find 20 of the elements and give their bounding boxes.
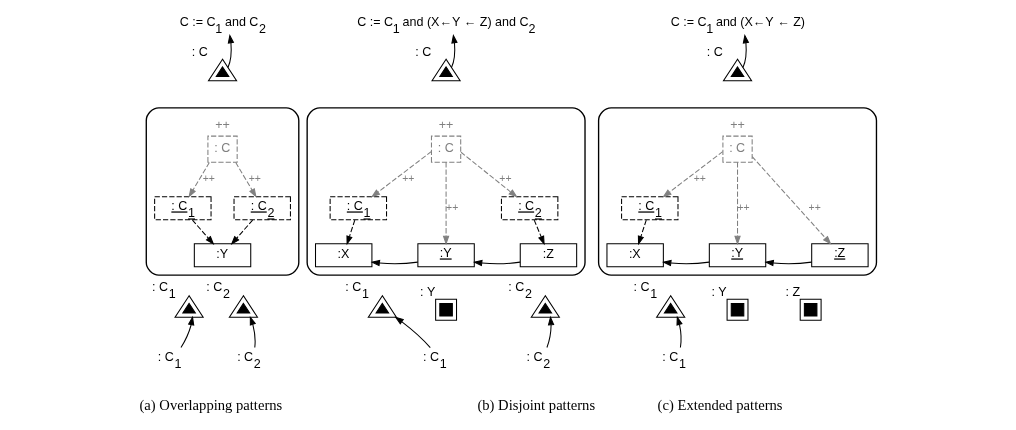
node-label: ++ — [214, 118, 230, 133]
edge-label: ++ — [693, 173, 706, 185]
node-label: : Z — [785, 284, 800, 299]
label: (c) Extended patterns — [657, 396, 783, 413]
edge-label: ++ — [808, 201, 821, 213]
edge-label: ++ — [498, 173, 512, 185]
edge-label: ++ — [202, 173, 215, 185]
node-label: : C — [706, 44, 723, 59]
label: (a) Overlapping patterns — [138, 396, 282, 413]
edge-label: ++ — [248, 173, 261, 185]
node-label: : C — [414, 44, 431, 59]
node-label: ++ — [438, 118, 453, 133]
label: (b) Disjoint patterns — [476, 396, 595, 413]
node-label: ++ — [729, 118, 745, 133]
edge-label: ++ — [445, 201, 458, 213]
edge-label: ++ — [737, 201, 750, 213]
node-label: : C — [191, 44, 208, 59]
node-label: : Y — [710, 284, 727, 299]
edge-label: ++ — [401, 173, 414, 185]
node-label: : Y — [419, 284, 435, 299]
